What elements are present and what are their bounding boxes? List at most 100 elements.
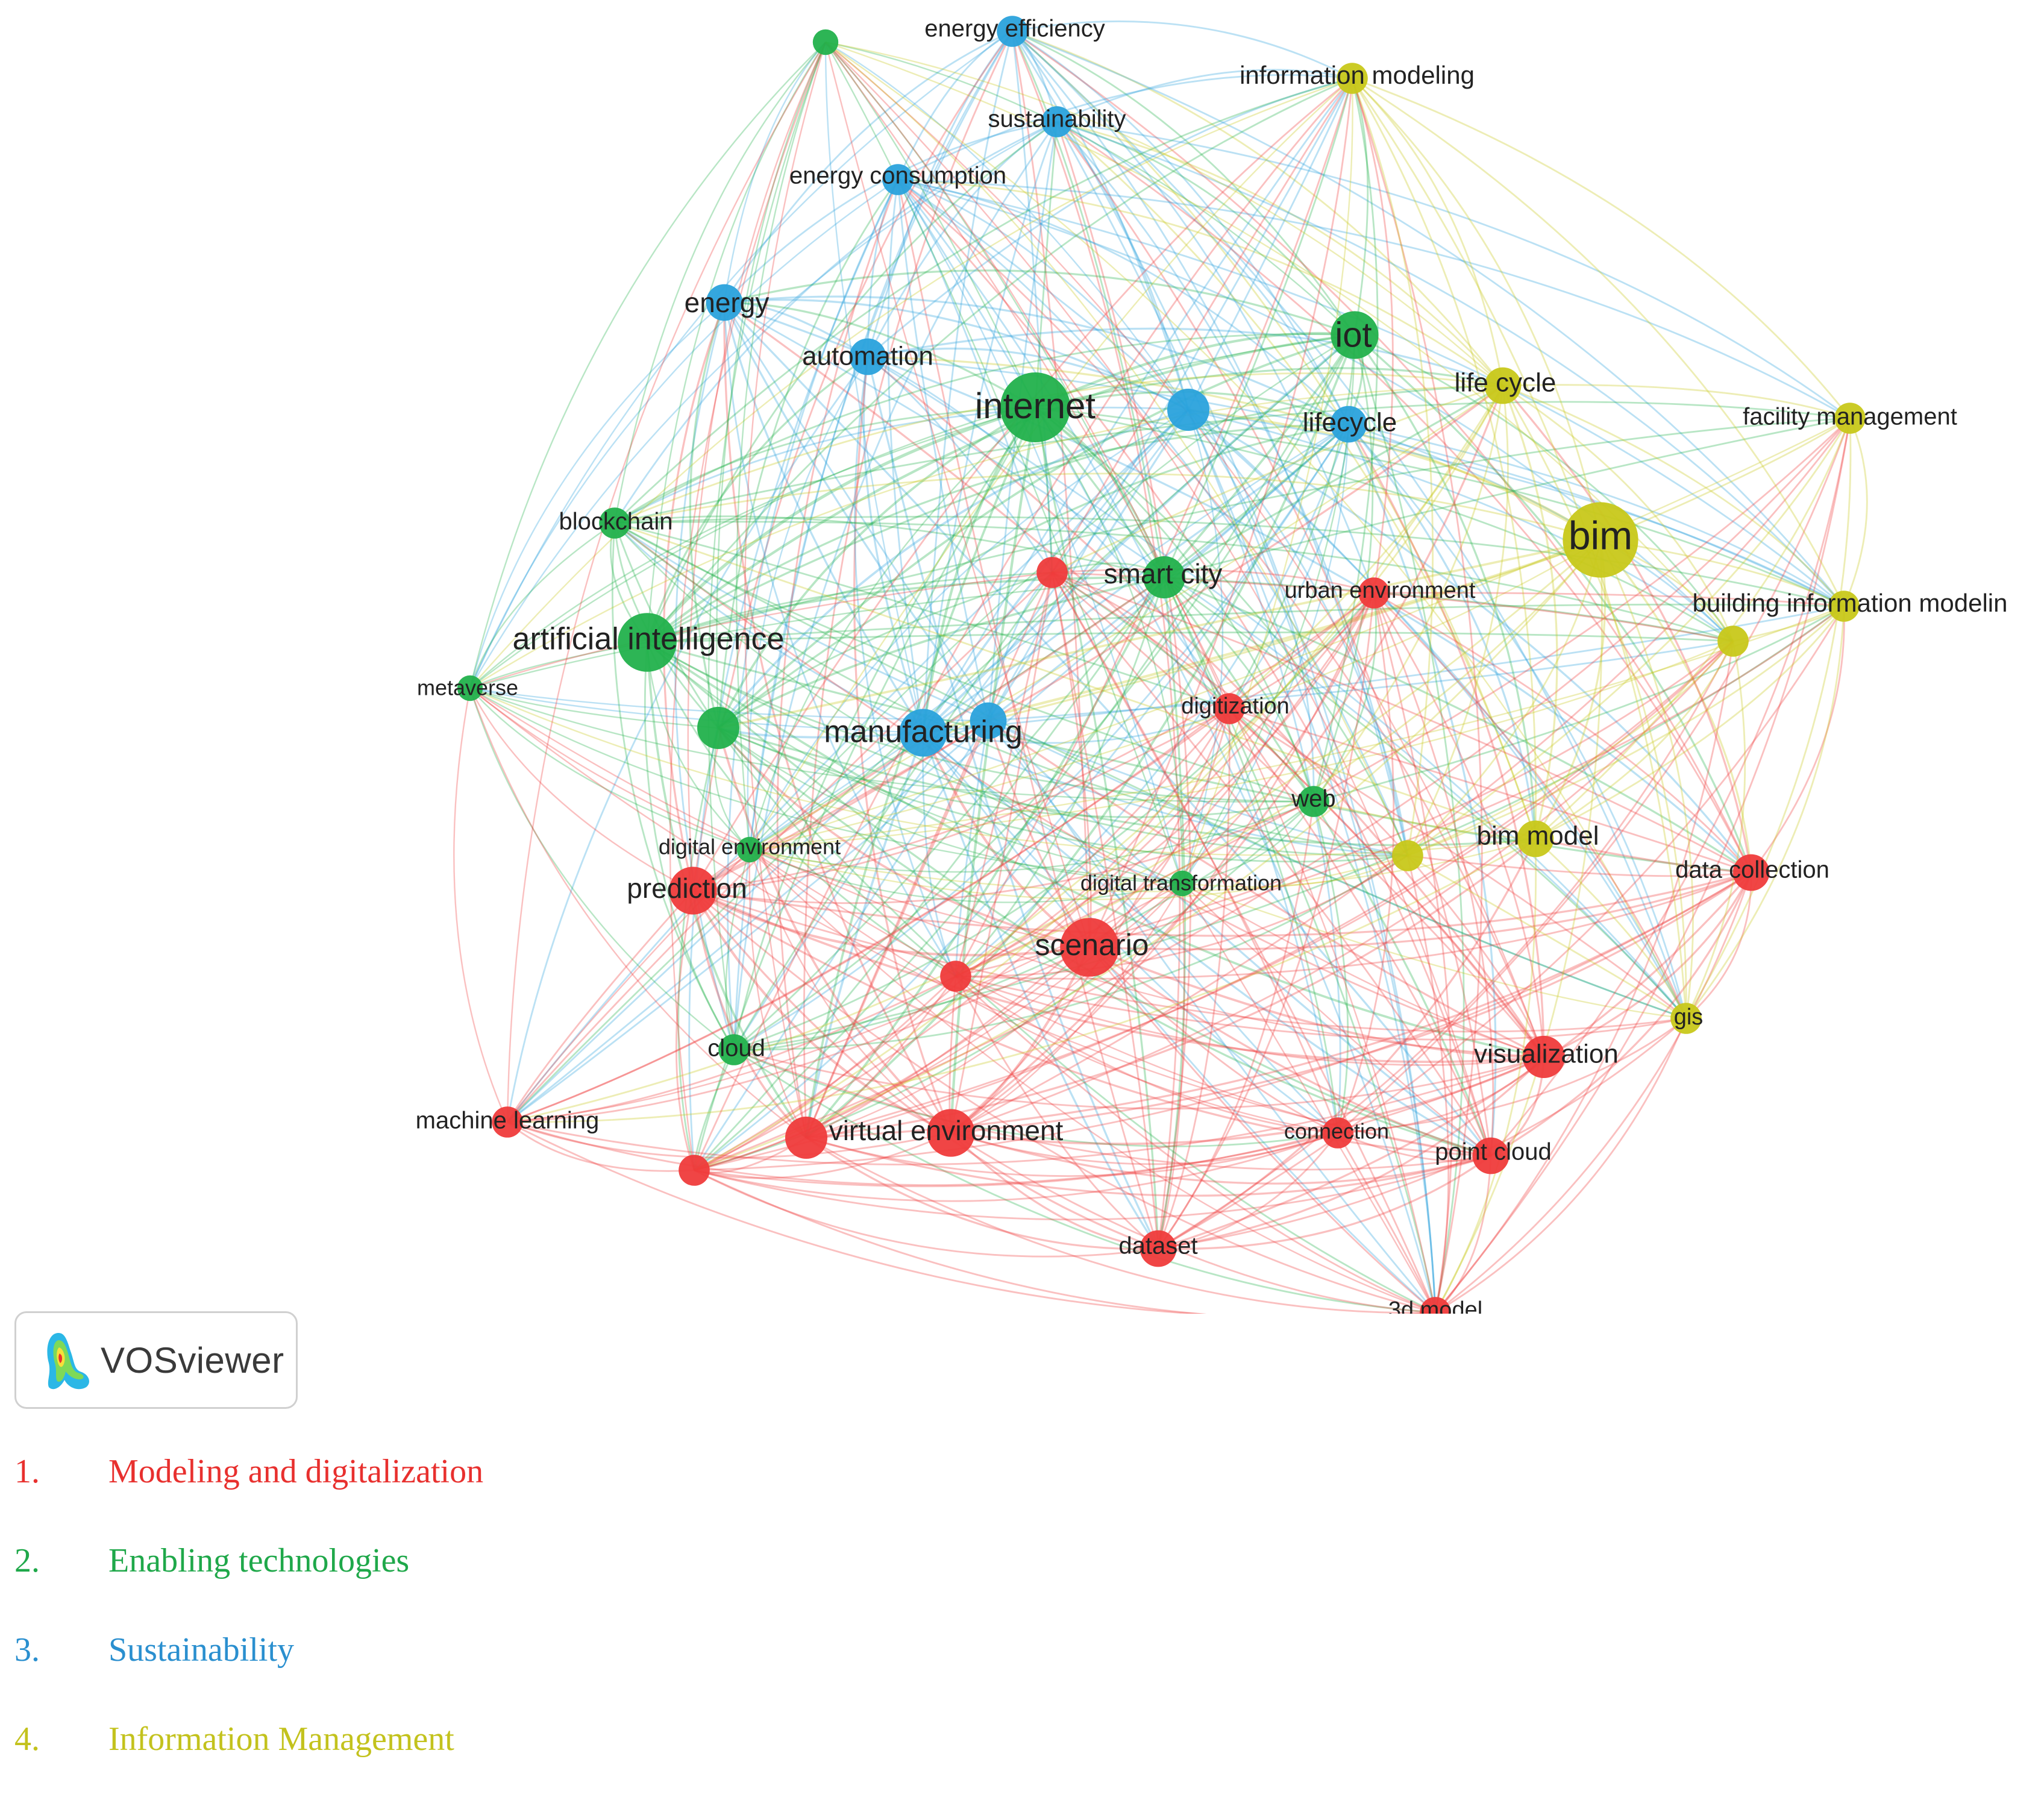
network-links (453, 20, 1868, 1314)
network-link (867, 347, 1189, 411)
node-internet[interactable] (1000, 372, 1070, 442)
network-link (736, 42, 827, 850)
network-link (506, 334, 1355, 1123)
network-link (1012, 30, 1845, 607)
network-link (825, 42, 1687, 1019)
network-link (955, 854, 1408, 977)
node-web[interactable] (1298, 786, 1329, 817)
node-green-unlabeled-1[interactable] (697, 707, 739, 749)
network-link (647, 641, 1408, 857)
network-link (988, 640, 1734, 722)
network-link (897, 179, 1159, 1249)
node-label-scenario: scenario (1035, 928, 1149, 962)
node-yellow-unlabeled-2[interactable] (1392, 840, 1423, 871)
network-link (614, 406, 1189, 524)
network-link (988, 720, 1544, 1058)
node-red-unlabeled-1[interactable] (1036, 557, 1068, 588)
network-link (647, 417, 1851, 644)
node-dataset[interactable] (1140, 1230, 1177, 1267)
node-bim-model[interactable] (1517, 820, 1554, 857)
network-link (613, 121, 1058, 524)
node-connection[interactable] (1322, 1117, 1353, 1149)
node-blockchain[interactable] (599, 507, 630, 539)
network-link (1182, 882, 1544, 1058)
node-energy[interactable] (706, 284, 743, 321)
node-red-unlabeled-2[interactable] (940, 961, 971, 992)
node-sustainability[interactable] (1041, 106, 1073, 137)
network-link (718, 571, 1053, 729)
node-virtual-environment[interactable] (927, 1109, 975, 1157)
node-bim[interactable] (1563, 502, 1638, 578)
network-link (1163, 577, 1339, 1133)
network-link (1373, 592, 1845, 607)
network-link (724, 301, 1752, 874)
node-point-cloud[interactable] (1472, 1137, 1509, 1174)
network-link (733, 31, 1014, 1050)
node-data-collection[interactable] (1732, 854, 1770, 891)
node-urban-environment[interactable] (1358, 577, 1390, 609)
network-link (694, 1132, 951, 1179)
network-link (507, 539, 1601, 1123)
network-link (950, 1132, 1159, 1250)
network-link (507, 1121, 1436, 1314)
network-link (950, 1056, 1544, 1146)
node-yellow-unlabeled-1[interactable] (1717, 625, 1749, 657)
network-link (1163, 423, 1350, 578)
network-link (922, 732, 1491, 1157)
node-building-information-modelin[interactable] (1828, 591, 1860, 622)
node-visualization[interactable] (1523, 1036, 1565, 1078)
network-link (955, 78, 1353, 977)
node-information-modeling[interactable] (1337, 63, 1368, 94)
node-facility-management[interactable] (1834, 403, 1866, 434)
node-red-unlabeled-3[interactable] (679, 1155, 710, 1186)
node-artificial-intelligence[interactable] (618, 613, 677, 672)
network-link (469, 641, 648, 689)
node-label-artificial-intelligence: artificial intelligence (513, 622, 785, 657)
network-link (717, 179, 899, 729)
network-link (1187, 409, 1315, 802)
network-link (955, 720, 989, 977)
node-manufacturing[interactable] (899, 709, 947, 757)
node-cloud[interactable] (718, 1034, 750, 1065)
node-blue-unlabeled-1[interactable] (1167, 389, 1209, 431)
node-red-unlabeled-4[interactable] (785, 1117, 827, 1159)
network-link (1182, 854, 1408, 888)
network-link (1056, 121, 1190, 410)
node-energy-consumption[interactable] (882, 164, 914, 195)
node-digitization[interactable] (1214, 693, 1245, 724)
node-machine-learning[interactable] (492, 1106, 523, 1138)
network-link (646, 77, 1353, 643)
node-label-life-cycle: life cycle (1455, 368, 1557, 398)
node-life-cycle[interactable] (1484, 367, 1522, 404)
node-digital-transformation[interactable] (1169, 870, 1196, 897)
network-link (1228, 424, 1350, 709)
node-energy-efficiency[interactable] (997, 16, 1028, 47)
node-iot[interactable] (1331, 311, 1379, 359)
node-automation[interactable] (849, 338, 886, 375)
node-green-unlabeled-2[interactable] (812, 29, 839, 55)
network-link (897, 178, 1845, 607)
network-link (1157, 708, 1230, 1249)
network-link (718, 727, 1536, 847)
network-link (1157, 577, 1187, 1249)
node-prediction[interactable] (669, 867, 717, 915)
network-link (507, 720, 989, 1123)
network-link (955, 975, 1436, 1314)
node-lifecycle[interactable] (1330, 406, 1367, 443)
node-label-prediction: prediction (627, 873, 747, 904)
node-gis[interactable] (1670, 1003, 1702, 1034)
network-link (1353, 334, 1537, 839)
node-label-information-modeling: information modeling (1240, 61, 1475, 89)
network-link (950, 883, 1183, 1134)
network-link (694, 640, 1734, 1171)
node-blue-unlabeled-2[interactable] (970, 702, 1007, 739)
node-metaverse[interactable] (457, 675, 483, 701)
node-scenario[interactable] (1060, 918, 1119, 977)
node-label-iot: iot (1335, 315, 1372, 354)
node-3d-model[interactable] (1420, 1297, 1451, 1314)
network-link (867, 356, 1230, 709)
network-link (1056, 121, 1537, 839)
network-link (749, 385, 1503, 851)
node-digital-environment[interactable] (736, 836, 763, 863)
node-smart-city[interactable] (1143, 556, 1185, 598)
